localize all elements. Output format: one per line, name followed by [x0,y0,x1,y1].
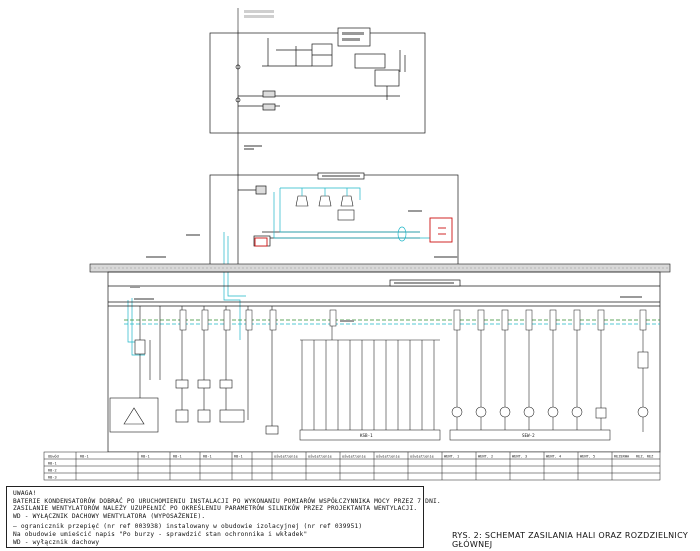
svg-text:WENT. 5: WENT. 5 [580,455,595,459]
svg-text:oświetlenie: oświetlenie [342,455,366,459]
busbar-breakers [179,309,647,331]
cabinet-fuses [295,195,355,221]
supply-header [237,8,274,30]
svg-text:WENT. 4: WENT. 4 [546,455,561,459]
circuit-table [43,451,661,481]
notes-line: WD - WYŁĄCZNIK DACHOWY WENTYLATORA (WYPO… [13,512,206,520]
svg-text:oświetlenie: oświetlenie [274,455,298,459]
notes-line: BATERIE KONDENSATORÓW DOBRAĆ PO URUCHOMI… [13,497,441,505]
svg-text:RB-1: RB-1 [80,455,89,459]
legend-line: Na obudowie umieścić napis "Po burzy - s… [13,530,308,538]
legend-line: — ogranicznik przepięć (nr ref 003938) i… [13,523,363,531]
motor-group [449,330,649,441]
group-labels: KSB-1 SEW-2 [360,433,535,438]
control-cabinet [209,172,459,268]
red-elements [254,217,453,247]
table-header-cells: Obwód RB-1 RB-1 RB-1 RB-1 RB-1 oświetlen… [48,455,654,480]
main-distribution-board [107,271,661,453]
svg-text:oświetlenie: oświetlenie [376,455,400,459]
svg-text:REZERWA: REZERWA [614,455,630,459]
lighting-group [299,326,441,441]
figure-caption: RYS. 2: SCHEMAT ZASILANIA HALI ORAZ ROZD… [452,531,689,549]
svg-text:RB-1: RB-1 [173,455,182,459]
svg-text:WENT. 1: WENT. 1 [444,455,459,459]
svg-text:REZ. REZ: REZ. REZ [636,455,654,459]
svg-text:RB-2: RB-2 [48,469,57,473]
notes-heading: UWAGA! [13,490,37,497]
svg-text:Obwód: Obwód [48,455,59,459]
group-label-ksb: KSB-1 [360,433,373,438]
metering-box [209,27,426,175]
floor-band [89,263,671,273]
svg-text:oświetlenie: oświetlenie [308,455,332,459]
svg-text:RB-1: RB-1 [141,455,150,459]
notes-line: ZASILANIE WENTYLATORÓW NALEŻY UZUPEŁNIĆ … [13,505,418,513]
group-label-sew: SEW-2 [522,433,535,438]
svg-text:WENT. 3: WENT. 3 [512,455,527,459]
svg-text:RB-3: RB-3 [48,476,57,480]
svg-text:RB-1: RB-1 [234,455,243,459]
svg-text:RB-1: RB-1 [203,455,212,459]
legend-line: WD - wyłącznik dachowy [13,538,100,546]
svg-text:WENT. 2: WENT. 2 [478,455,493,459]
label-markers [130,145,642,322]
notes-box: UWAGA! BATERIE KONDENSATORÓW DOBRAĆ PO U… [6,486,441,548]
svg-text:RB-1: RB-1 [48,462,57,466]
feeders-left [109,306,279,435]
svg-text:oświetlenie: oświetlenie [410,455,434,459]
